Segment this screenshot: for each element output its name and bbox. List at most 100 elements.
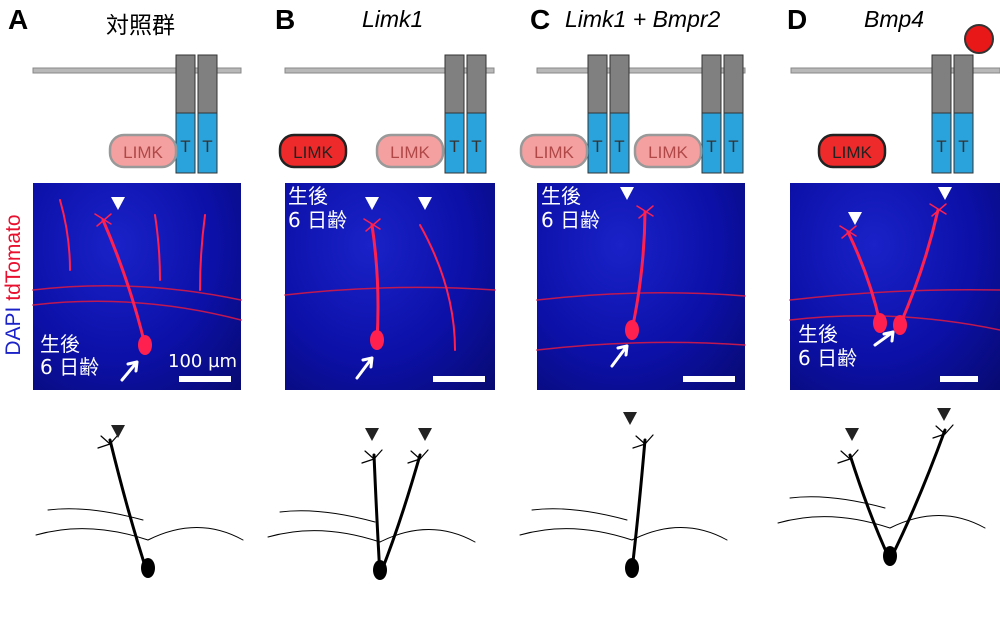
receptor-lower bbox=[587, 112, 608, 174]
limk-label: LIMK bbox=[123, 143, 163, 162]
receptor-t-label: T bbox=[728, 137, 738, 156]
day-label: 6 日齢 bbox=[40, 355, 100, 379]
limk-label: LIMK bbox=[648, 143, 688, 162]
dendritic-tuft bbox=[94, 213, 112, 227]
receptor-t-label: T bbox=[958, 137, 968, 156]
dendrite bbox=[154, 214, 161, 281]
dendritic-tuft bbox=[363, 218, 381, 232]
arrowhead-black bbox=[365, 428, 379, 441]
dendritic-tuft bbox=[839, 225, 857, 239]
dendrite bbox=[898, 208, 940, 327]
membrane-line bbox=[790, 67, 1000, 74]
traced-tuft bbox=[361, 449, 383, 464]
basal-dendrite bbox=[35, 508, 244, 541]
traced-tuft bbox=[97, 434, 119, 449]
micrograph-d: 生後 6 日齢 bbox=[790, 183, 1000, 390]
arrowhead bbox=[848, 212, 862, 225]
traced-soma bbox=[141, 558, 155, 578]
dendrite bbox=[59, 199, 71, 271]
limk-label: LIMK bbox=[390, 143, 430, 162]
limk-active bbox=[817, 133, 887, 169]
soma bbox=[873, 313, 887, 333]
axon-fiber bbox=[536, 341, 746, 351]
dendrite bbox=[630, 210, 647, 332]
scale-bar bbox=[179, 376, 231, 382]
dendritic-tuft bbox=[636, 205, 654, 219]
dendrite bbox=[101, 218, 147, 347]
scale-bar bbox=[433, 376, 485, 382]
traced-soma bbox=[625, 558, 639, 578]
limk-active bbox=[278, 133, 348, 169]
day-label: 6 日齢 bbox=[288, 208, 348, 232]
receptor-t-label: T bbox=[706, 137, 716, 156]
receptor-lower bbox=[609, 112, 630, 174]
membrane-line bbox=[284, 67, 495, 74]
basal-dendrite bbox=[519, 508, 728, 541]
receptor-t-label: T bbox=[202, 137, 212, 156]
receptor-lower bbox=[953, 112, 974, 174]
limk-label: LIMK bbox=[293, 143, 333, 162]
arrowhead-black bbox=[111, 425, 125, 438]
day-label: 6 日齢 bbox=[798, 346, 858, 370]
limk-inactive bbox=[633, 133, 703, 169]
traced-soma bbox=[883, 546, 897, 566]
receptor-lower bbox=[931, 112, 952, 174]
arrowhead bbox=[111, 197, 125, 210]
arrowhead-black bbox=[845, 428, 859, 441]
scale-bar bbox=[940, 376, 978, 382]
arrowhead bbox=[365, 197, 379, 210]
receptor-lower bbox=[444, 112, 465, 174]
soma bbox=[625, 320, 639, 340]
limk-inactive bbox=[375, 133, 445, 169]
traced-dendrite bbox=[888, 428, 947, 562]
receptor-t-label: T bbox=[471, 137, 481, 156]
arrowhead-black bbox=[418, 428, 432, 441]
membrane-line bbox=[536, 67, 746, 74]
axon-fiber bbox=[284, 286, 496, 296]
traced-dendrite bbox=[378, 453, 422, 577]
age-label: 生後 bbox=[40, 332, 80, 356]
arrowhead bbox=[620, 187, 634, 200]
arrowhead-black bbox=[937, 408, 951, 421]
arrow bbox=[355, 356, 374, 380]
micrograph-c: 生後 6 日齢 bbox=[537, 183, 745, 390]
dendritic-tuft bbox=[929, 203, 947, 217]
panel-letter-b: B bbox=[275, 4, 296, 35]
limk-inactive bbox=[108, 133, 178, 169]
basal-dendrite bbox=[267, 510, 476, 543]
receptor-t-label: T bbox=[614, 137, 624, 156]
arrow bbox=[610, 344, 629, 368]
bmp4-ligand bbox=[964, 24, 994, 54]
panel-title-b: Limk1 bbox=[362, 6, 424, 32]
age-label: 生後 bbox=[541, 184, 581, 208]
basal-dendrite bbox=[777, 496, 986, 529]
receptor-t-label: T bbox=[449, 137, 459, 156]
axon-fiber bbox=[789, 288, 1000, 301]
arrowhead bbox=[938, 187, 952, 200]
axon-fiber bbox=[536, 292, 746, 301]
receptor-t-label: T bbox=[592, 137, 602, 156]
receptor-lower bbox=[723, 112, 744, 174]
limk-inactive bbox=[519, 133, 589, 169]
age-label: 生後 bbox=[288, 184, 328, 208]
dendrite bbox=[370, 223, 380, 342]
limk-label: LIMK bbox=[534, 143, 574, 162]
soma bbox=[893, 315, 907, 335]
scale-label: 100 µm bbox=[168, 351, 238, 372]
traced-tuft bbox=[837, 449, 859, 464]
age-label: 生後 bbox=[798, 322, 838, 346]
dendrite bbox=[419, 224, 456, 351]
traced-dendrite bbox=[372, 453, 382, 577]
dendrite bbox=[199, 214, 206, 291]
traced-tuft bbox=[632, 434, 654, 449]
receptor-t-label: T bbox=[180, 137, 190, 156]
traced-tuft bbox=[932, 424, 954, 439]
membrane-line bbox=[32, 67, 242, 74]
panel-title-a: 対照群 bbox=[106, 12, 175, 38]
day-label: 6 日齢 bbox=[541, 208, 601, 232]
receptor-lower bbox=[197, 112, 218, 174]
traced-dendrite bbox=[108, 438, 150, 577]
traced-soma bbox=[373, 560, 387, 580]
